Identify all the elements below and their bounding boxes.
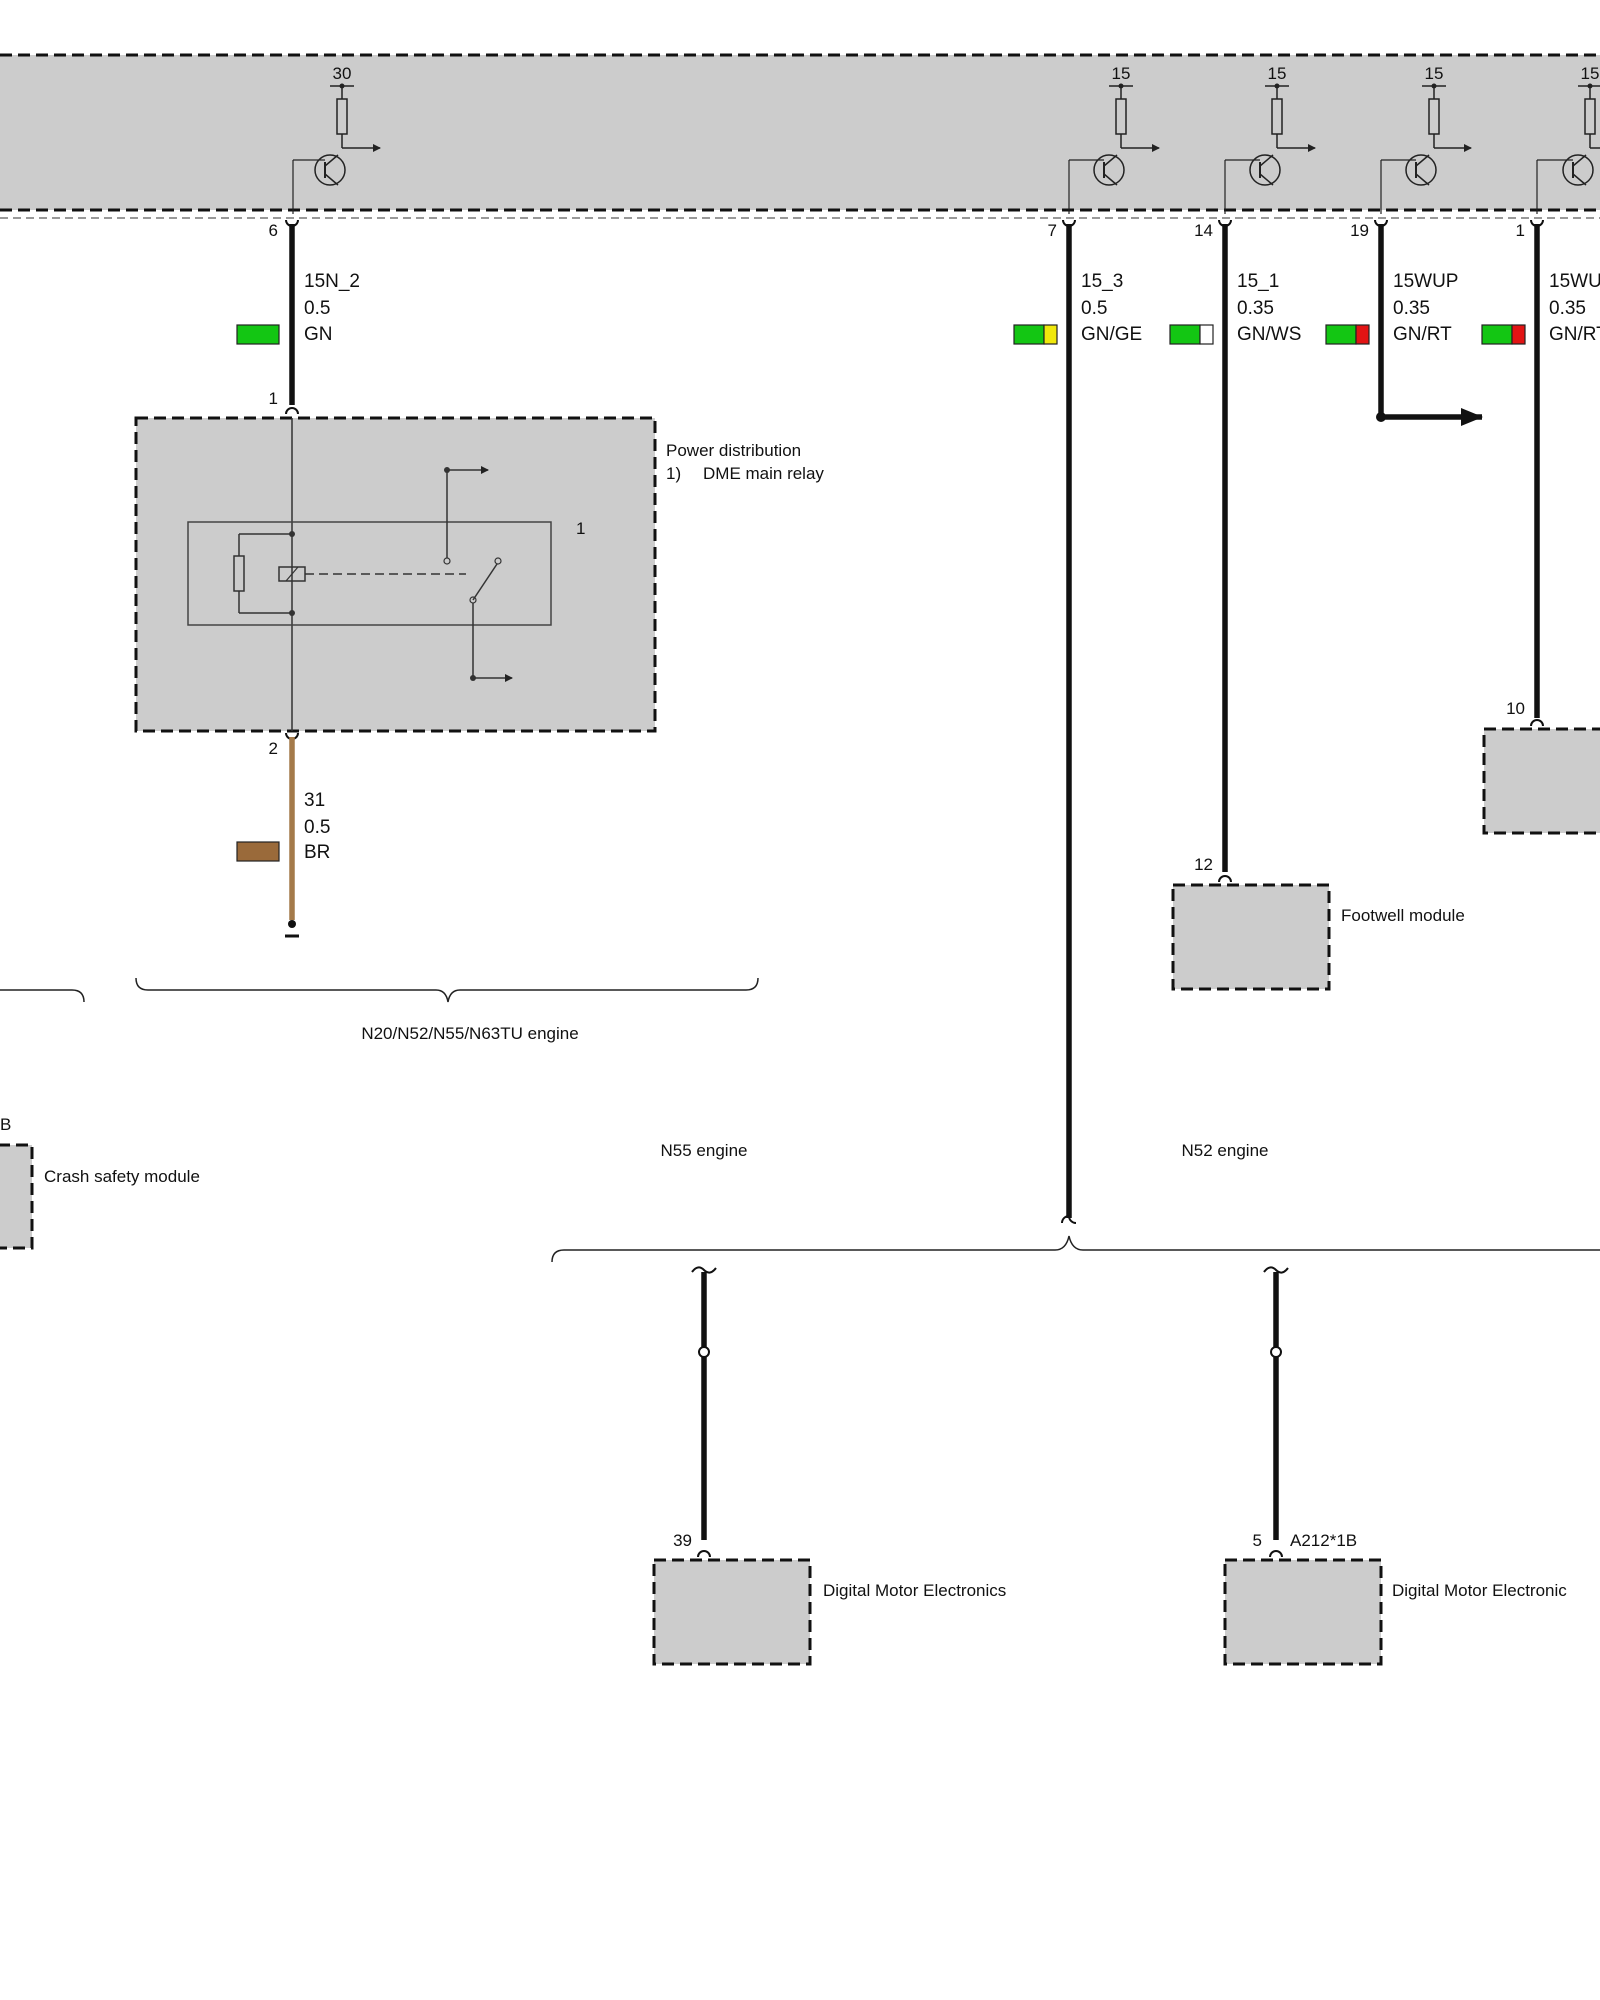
wire-color-code: GN/RT bbox=[1393, 324, 1452, 345]
wire-color-swatch bbox=[1169, 324, 1201, 345]
wire-15WUP: 15WUP 0.35 GN/RT bbox=[1325, 219, 1483, 426]
wire-color-code: GN/RT bbox=[1549, 324, 1600, 345]
wire-color-code: GN/WS bbox=[1237, 324, 1301, 345]
pin-label: 1 bbox=[269, 389, 278, 408]
variant-label-n55: N55 engine bbox=[661, 1141, 748, 1160]
terminal-label: 30 bbox=[333, 64, 352, 83]
wire-color-swatch bbox=[236, 324, 280, 345]
transistor-symbol bbox=[1405, 154, 1437, 186]
wire-color-swatch bbox=[1325, 324, 1357, 345]
wire-signal: 15WU bbox=[1549, 271, 1600, 292]
terminal-label: 15 bbox=[1425, 64, 1444, 83]
pin-label: 39 bbox=[673, 1531, 692, 1550]
wire-signal: 31 bbox=[304, 790, 325, 811]
splice-symbol bbox=[698, 1346, 710, 1358]
relay-item-label: DME main relay bbox=[703, 464, 824, 483]
relay-item-number: 1) bbox=[666, 464, 681, 483]
terminal-label: 15 bbox=[1268, 64, 1287, 83]
transistor-symbol bbox=[314, 154, 346, 186]
variant-brace-n20-group: N20/N52/N55/N63TU engine bbox=[135, 977, 759, 1043]
wire-color-code: GN/GE bbox=[1081, 324, 1142, 345]
right-module-box bbox=[1482, 727, 1600, 835]
pin-label: B bbox=[0, 1115, 11, 1134]
wire-size: 0.5 bbox=[304, 298, 330, 319]
module-label: Digital Motor Electronic bbox=[1392, 1581, 1567, 1600]
wire-15N_2: 15N_2 0.5 GN bbox=[236, 219, 360, 415]
dme-n52-branch: 5 A212*1B Digital Motor Electronic bbox=[1223, 1266, 1567, 1666]
power-distribution-relay: 1 2 1 Power distribution 1) DME main rel… bbox=[134, 389, 824, 758]
output-driver-15-pin-7: 15 bbox=[1068, 64, 1160, 214]
transistor-symbol bbox=[1249, 154, 1281, 186]
dme-n52-box bbox=[1223, 1558, 1383, 1666]
dme-n55-box bbox=[652, 1558, 812, 1666]
wire-size: 0.35 bbox=[1237, 298, 1274, 319]
output-driver-15-pin-1: 15 bbox=[1536, 64, 1600, 214]
pin-label: 12 bbox=[1194, 855, 1213, 874]
relay-title: Power distribution bbox=[666, 441, 801, 460]
footwell-module: 12 Footwell module bbox=[1171, 855, 1465, 991]
terminal-label: 15 bbox=[1581, 64, 1600, 83]
terminal-label: 15 bbox=[1112, 64, 1131, 83]
footwell-module-box bbox=[1171, 883, 1331, 991]
pin-label: 19 bbox=[1350, 221, 1369, 240]
splice-symbol bbox=[1270, 1346, 1282, 1358]
wire-color-swatch-stripe bbox=[1199, 324, 1214, 345]
wire-color-code: GN bbox=[304, 324, 333, 345]
wire-color-swatch bbox=[236, 841, 280, 862]
crash-module-box bbox=[0, 1143, 34, 1250]
wire-color-code: BR bbox=[304, 842, 330, 863]
wire-color-swatch bbox=[1481, 324, 1513, 345]
pin-label: 10 bbox=[1506, 699, 1525, 718]
output-driver-30: 30 bbox=[292, 64, 381, 214]
wire-15_3: 15_3 0.5 GN/GE bbox=[1013, 219, 1142, 1224]
wire-color-swatch-stripe bbox=[1511, 324, 1526, 345]
wire-color-swatch-stripe bbox=[1043, 324, 1058, 345]
module-label: Digital Motor Electronics bbox=[823, 1581, 1006, 1600]
output-driver-15-pin-19: 15 bbox=[1380, 64, 1472, 214]
top-control-module: 30 6 15 bbox=[0, 53, 1600, 240]
pin-label: 2 bbox=[269, 739, 278, 758]
module-label: Crash safety module bbox=[44, 1167, 200, 1186]
wire-signal: 15WUP bbox=[1393, 271, 1458, 292]
crash-safety-module: B Crash safety module bbox=[0, 1115, 200, 1250]
wire-color-swatch bbox=[1013, 324, 1045, 345]
component-ref: 1 bbox=[576, 519, 585, 538]
output-driver-15-pin-14: 15 bbox=[1224, 64, 1316, 214]
wire-15WU: 15WU 0.35 GN/RT bbox=[1481, 219, 1600, 727]
wire-size: 0.35 bbox=[1549, 298, 1586, 319]
pin-label: 1 bbox=[1516, 221, 1525, 240]
pin-label: 5 bbox=[1253, 1531, 1262, 1550]
wire-15_1: 15_1 0.35 GN/WS bbox=[1169, 219, 1301, 883]
transistor-symbol bbox=[1562, 154, 1594, 186]
dme-n55-branch: 39 Digital Motor Electronics bbox=[652, 1266, 1006, 1666]
pin-label: 6 bbox=[269, 221, 278, 240]
right-partial-module: 10 bbox=[1482, 699, 1600, 835]
pin-label: 14 bbox=[1194, 221, 1213, 240]
variant-brace-left-partial bbox=[0, 989, 85, 1003]
variant-label: N20/N52/N55/N63TU engine bbox=[361, 1024, 578, 1043]
wire-31-ground: 31 0.5 BR bbox=[236, 732, 330, 938]
wire-size: 0.5 bbox=[304, 817, 330, 838]
wire-signal: 15_1 bbox=[1237, 271, 1279, 292]
variant-brace-engine-split bbox=[551, 1235, 1600, 1263]
module-label: Footwell module bbox=[1341, 906, 1465, 925]
wire-signal: 15N_2 bbox=[304, 271, 360, 292]
variant-label-n52: N52 engine bbox=[1182, 1141, 1269, 1160]
wire-signal: 15_3 bbox=[1081, 271, 1123, 292]
wire-size: 0.5 bbox=[1081, 298, 1107, 319]
top-module-body bbox=[0, 55, 1600, 210]
relay-inner-frame bbox=[187, 521, 552, 626]
switch-contact bbox=[472, 563, 498, 601]
connector-label: A212*1B bbox=[1290, 1531, 1357, 1550]
pin-label: 7 bbox=[1048, 221, 1057, 240]
transistor-symbol bbox=[1093, 154, 1125, 186]
wire-color-swatch-stripe bbox=[1355, 324, 1370, 345]
wire-size: 0.35 bbox=[1393, 298, 1430, 319]
